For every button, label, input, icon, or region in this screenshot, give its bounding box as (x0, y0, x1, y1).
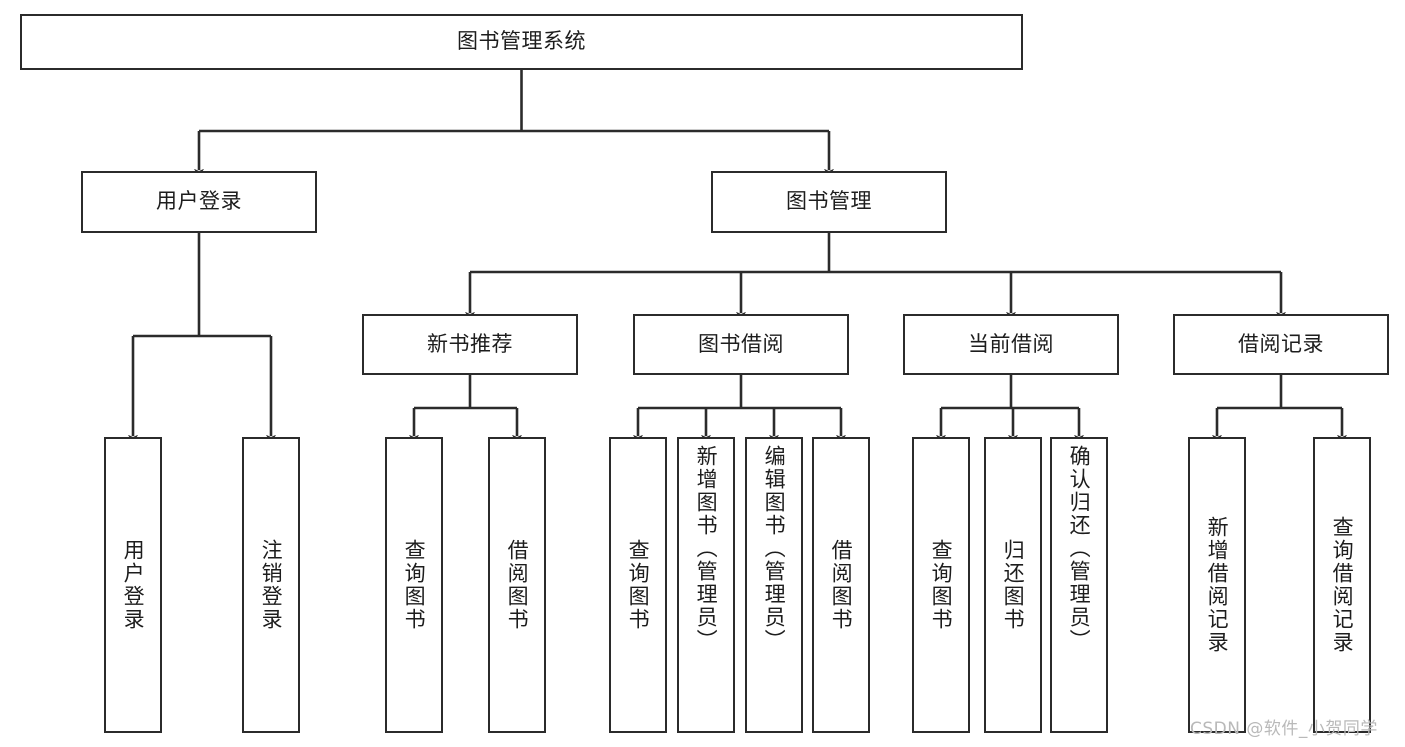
node-label-leaf-query-book-2: 查询图书 (626, 539, 651, 631)
node-label-leaf-borrow-book-2: 借阅图书 (829, 539, 854, 631)
node-label-leaf-add-book-admin: 新增图书（管理员） (694, 445, 719, 652)
node-label-root: 图书管理系统 (457, 29, 586, 54)
connector-lines (128, 70, 1347, 444)
node-leaf-add-borrow-record[interactable]: 新增借阅记录 (1188, 437, 1246, 733)
node-label-leaf-query-book-3: 查询图书 (929, 539, 954, 631)
node-label-user-login: 用户登录 (156, 189, 242, 214)
node-leaf-query-borrow-record[interactable]: 查询借阅记录 (1313, 437, 1371, 733)
node-label-book-manage: 图书管理 (786, 189, 872, 214)
node-label-new-book-rec: 新书推荐 (427, 331, 513, 356)
node-leaf-return-book[interactable]: 归还图书 (984, 437, 1042, 733)
node-label-leaf-confirm-return-admin: 确认归还（管理员） (1067, 445, 1092, 652)
node-leaf-borrow-book-2[interactable]: 借阅图书 (812, 437, 870, 733)
node-book-borrow[interactable]: 图书借阅 (633, 314, 849, 375)
node-leaf-logout[interactable]: 注销登录 (242, 437, 300, 733)
node-user-login[interactable]: 用户登录 (81, 171, 317, 233)
node-leaf-query-book-2[interactable]: 查询图书 (609, 437, 667, 733)
node-borrow-record[interactable]: 借阅记录 (1173, 314, 1389, 375)
node-label-leaf-logout: 注销登录 (259, 539, 284, 631)
node-leaf-confirm-return-admin[interactable]: 确认归还（管理员） (1050, 437, 1108, 733)
node-root[interactable]: 图书管理系统 (20, 14, 1023, 70)
node-new-book-rec[interactable]: 新书推荐 (362, 314, 578, 375)
node-leaf-query-book-3[interactable]: 查询图书 (912, 437, 970, 733)
node-label-leaf-query-borrow-record: 查询借阅记录 (1330, 516, 1355, 654)
watermark-text: CSDN @软件_小贺同学 (1190, 719, 1378, 739)
node-leaf-query-book-1[interactable]: 查询图书 (385, 437, 443, 733)
node-leaf-add-book-admin[interactable]: 新增图书（管理员） (677, 437, 735, 733)
node-label-current-borrow: 当前借阅 (968, 331, 1054, 356)
node-current-borrow[interactable]: 当前借阅 (903, 314, 1119, 375)
node-leaf-user-login[interactable]: 用户登录 (104, 437, 162, 733)
node-book-manage[interactable]: 图书管理 (711, 171, 947, 233)
node-label-book-borrow: 图书借阅 (698, 331, 784, 356)
node-label-leaf-edit-book-admin: 编辑图书（管理员） (762, 445, 787, 652)
node-leaf-edit-book-admin[interactable]: 编辑图书（管理员） (745, 437, 803, 733)
node-leaf-borrow-book-1[interactable]: 借阅图书 (488, 437, 546, 733)
node-label-leaf-user-login: 用户登录 (121, 539, 146, 631)
node-label-leaf-borrow-book-1: 借阅图书 (505, 539, 530, 631)
node-label-leaf-return-book: 归还图书 (1001, 539, 1026, 631)
node-label-leaf-add-borrow-record: 新增借阅记录 (1205, 516, 1230, 654)
node-label-leaf-query-book-1: 查询图书 (402, 539, 427, 631)
node-label-borrow-record: 借阅记录 (1238, 331, 1324, 356)
